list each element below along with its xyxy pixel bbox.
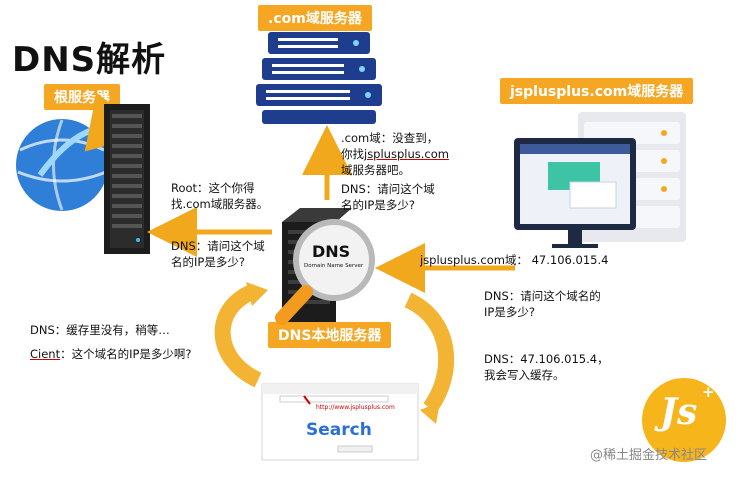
ask-jsplusplus-line-2: IP是多少? <box>484 305 535 319</box>
local-dns-tag: DNS本地服务器 <box>268 322 392 348</box>
jsplusplus-reply: jsplusplus.com域： 47.106.015.4 <box>420 253 609 267</box>
browser-url: http://www.jsplusplus.com <box>316 404 395 411</box>
dns-wait-message: DNS：缓存里没有，稍等… <box>30 323 170 337</box>
com-reply-line-3: 域服务器吧。 <box>341 163 410 177</box>
ask-jsplusplus-line-1: DNS：请问这个域名的 <box>484 289 601 303</box>
ask-root-line-2: 名的IP是多少? <box>171 255 245 269</box>
jsplusplus-server-tag: jsplusplus.com域服务器 <box>500 78 694 104</box>
jsplusplus-server-icon <box>514 112 686 248</box>
ask-com-line-2: 名的IP是多少? <box>341 198 415 212</box>
dns-badge-label: DNS <box>312 242 351 261</box>
dns-badge-sublabel: Domain Name Server <box>304 263 364 269</box>
com-reply-line-1: .com域：没查到， <box>341 131 439 145</box>
ask-root-line-1: DNS：请问这个域 <box>171 239 265 253</box>
com-server-tag: .com域服务器 <box>258 5 372 31</box>
ask-com-line-1: DNS：请问这个域 <box>341 182 435 196</box>
com-reply-line-2: 你找jsplusplus.com <box>341 147 449 161</box>
js-logo-plus: ++ <box>702 383 728 401</box>
dns-answer-line-1: DNS：47.106.015.4， <box>484 352 609 366</box>
root-reply-line-1: Root：这个你得 <box>171 181 255 195</box>
root-server-tag: 根服务器 <box>44 84 120 110</box>
root-server-icon <box>16 92 150 254</box>
root-reply-line-2: 找.com域服务器。 <box>171 197 269 211</box>
client-ask-message: Cient：这个域名的IP是多少啊? <box>30 347 192 361</box>
browser-search-label: Search <box>306 420 372 440</box>
watermark: @稀土掘金技术社区 <box>590 448 708 463</box>
page-title: DNS解析 <box>12 40 167 80</box>
com-server-icon <box>256 32 382 124</box>
dns-answer-line-2: 我会写入缓存。 <box>484 368 565 382</box>
js-logo-text: Js <box>660 391 698 433</box>
